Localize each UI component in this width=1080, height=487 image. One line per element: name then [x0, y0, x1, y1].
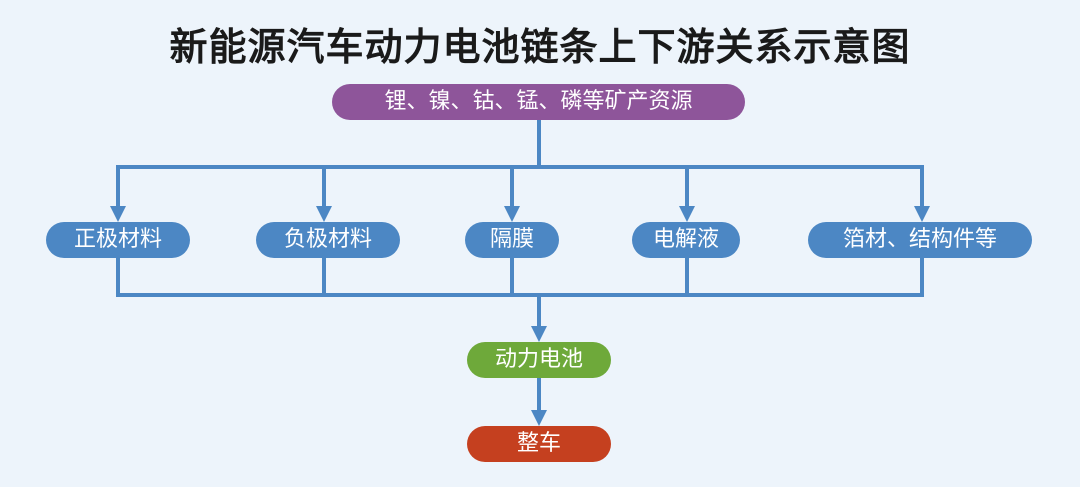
- arrowhead-separator: [504, 206, 520, 222]
- node-mineral-resources: 锂、镍、钴、锰、磷等矿产资源: [332, 84, 745, 120]
- diagram-title: 新能源汽车动力电池链条上下游关系示意图: [169, 25, 911, 69]
- arrowhead-battery: [531, 326, 547, 342]
- node-foil-structural-parts: 箔材、结构件等: [808, 222, 1032, 258]
- node-electrolyte: 电解液: [632, 222, 740, 258]
- node-anode-material: 负极材料: [256, 222, 400, 258]
- node-power-battery: 动力电池: [467, 342, 611, 378]
- node-separator: 隔膜: [465, 222, 559, 258]
- arrowhead-anode: [316, 206, 332, 222]
- node-cathode-material: 正极材料: [46, 222, 190, 258]
- arrowhead-vehicle: [531, 410, 547, 426]
- arrowhead-electrolyte: [679, 206, 695, 222]
- node-vehicle: 整车: [467, 426, 611, 462]
- arrowhead-foil: [914, 206, 930, 222]
- arrowhead-cathode: [110, 206, 126, 222]
